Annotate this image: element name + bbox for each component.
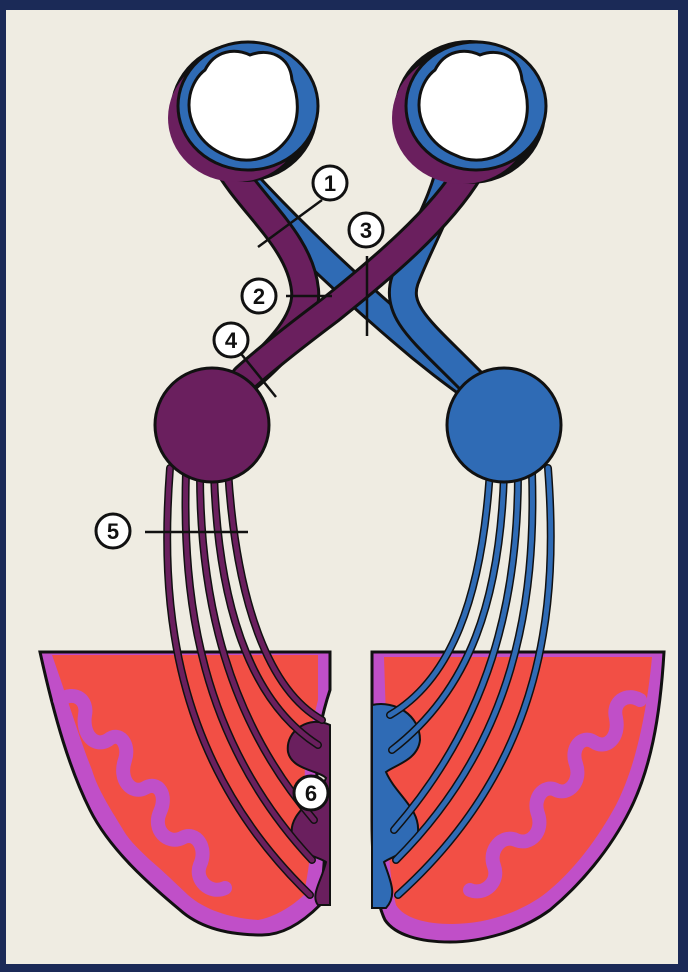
lesion-label-2: 2 (242, 279, 276, 313)
left-eye-globe (189, 51, 297, 160)
lesion-label-1: 1 (313, 166, 347, 200)
left-lateral-geniculate-nucleus (155, 368, 269, 482)
svg-text:3: 3 (360, 218, 372, 243)
lesion-label-4: 4 (214, 323, 248, 357)
svg-text:4: 4 (225, 328, 238, 353)
lesion-label-3: 3 (349, 213, 383, 247)
svg-text:6: 6 (305, 781, 317, 806)
lesion-label-6: 6 (294, 776, 328, 810)
svg-text:2: 2 (253, 284, 265, 309)
lesion-label-5: 5 (96, 514, 130, 548)
svg-text:5: 5 (107, 519, 119, 544)
svg-text:1: 1 (324, 171, 336, 196)
right-lateral-geniculate-nucleus (447, 368, 561, 482)
right-eye-globe (419, 51, 527, 160)
